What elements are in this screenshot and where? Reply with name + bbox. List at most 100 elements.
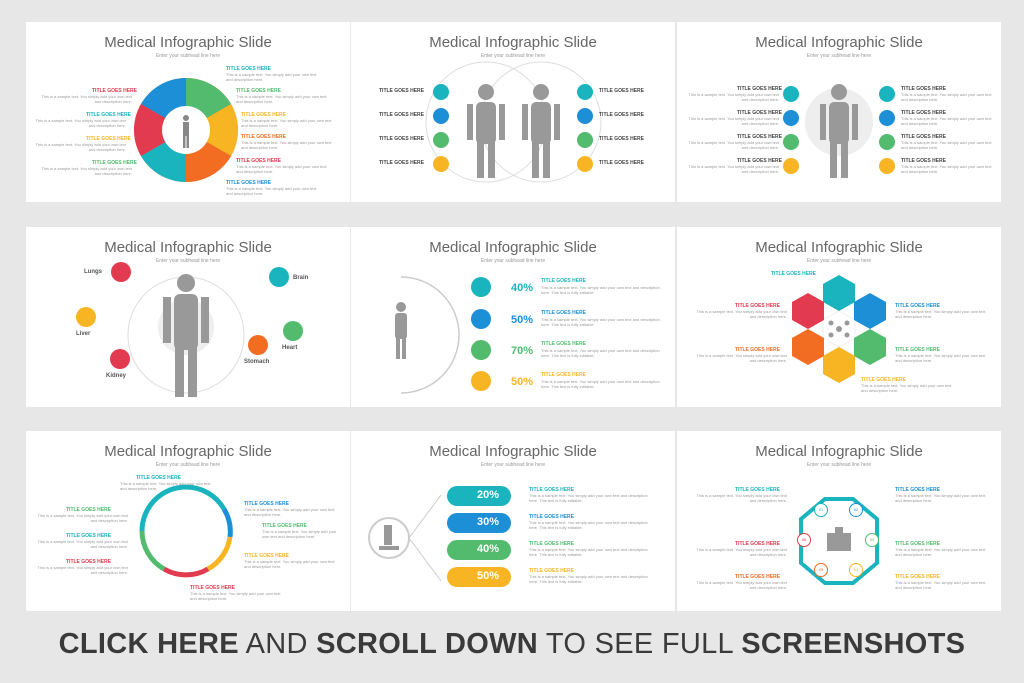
slide-subtitle: Enter your subhead line here [806, 462, 872, 468]
slide-thumb-5[interactable]: Medical Infographic Slide Enter your sub… [351, 227, 675, 407]
title-label: TITLE GOES HERE [529, 487, 575, 493]
title-label: TITLE GOES HERE [895, 303, 941, 309]
slide-subtitle: Enter your subhead line here [806, 258, 872, 264]
organ-label: Heart [282, 345, 298, 351]
title-label: TITLE GOES HERE [226, 180, 272, 186]
body-figure [127, 274, 245, 397]
title-label: TITLE GOES HERE [541, 341, 587, 347]
title-label: TITLE GOES HERE [735, 574, 781, 580]
title-label: TITLE GOES HERE [92, 160, 138, 166]
percent-value: 50% [511, 376, 534, 388]
organ-label: Lungs [84, 269, 102, 275]
description-text: This is a sample text. You simply add yo… [696, 309, 788, 319]
percent-value: 40% [477, 543, 500, 555]
description-text: This is a sample text. You simply add yo… [688, 92, 780, 102]
title-label: TITLE GOES HERE [599, 136, 645, 142]
slide-title: Medical Infographic Slide [104, 239, 272, 256]
description-text: This is a sample text. You simply add yo… [541, 317, 660, 327]
slide-title: Medical Infographic Slide [429, 443, 597, 460]
description-text: This is a sample text. You simply add yo… [895, 353, 986, 363]
slide-thumb-9[interactable]: Medical Infographic Slide Enter your sub… [677, 431, 1001, 611]
percent-value: 50% [511, 314, 534, 326]
description-text: This is a sample text. You simply add yo… [37, 539, 129, 549]
organ-icon [433, 108, 449, 124]
title-label: TITLE GOES HERE [901, 158, 947, 164]
description-text: This is a sample text. You simply add yo… [35, 118, 127, 128]
liver-icon [471, 371, 491, 391]
organ-label: Brain [293, 275, 309, 281]
call-to-action-banner[interactable]: CLICK HERE AND SCROLL DOWN TO SEE FULL S… [0, 628, 1024, 661]
title-label: TITLE GOES HERE [379, 160, 425, 166]
slide-thumb-6[interactable]: Medical Infographic Slide Enter your sub… [677, 227, 1001, 407]
body-figure [805, 84, 873, 178]
kidney-icon [110, 349, 130, 369]
description-text: This is a sample text. You simply add yo… [41, 166, 133, 176]
title-label: TITLE GOES HERE [599, 88, 645, 94]
description-text: This is a sample text. You simply add yo… [696, 580, 788, 590]
slide-title: Medical Infographic Slide [429, 239, 597, 256]
description-text: This is a sample text. You simply add yo… [901, 140, 992, 150]
percent-value: 20% [477, 489, 500, 501]
cta-text: TO SEE FULL [538, 628, 742, 660]
slide-thumbnail-grid: Medical Infographic Slide Enter your sub… [26, 22, 1001, 611]
title-label: TITLE GOES HERE [737, 134, 783, 140]
title-label: TITLE GOES HERE [226, 66, 272, 72]
slide-title: Medical Infographic Slide [755, 443, 923, 460]
organ-icon [577, 84, 593, 100]
slide-thumb-4[interactable]: Medical Infographic Slide Enter your sub… [26, 227, 350, 407]
description-text: This is a sample text. You simply add yo… [236, 164, 327, 174]
title-label: TITLE GOES HERE [244, 553, 290, 559]
organ-icon [879, 158, 895, 174]
description-text: This is a sample text. You simply add yo… [226, 72, 317, 82]
slide-thumb-3[interactable]: Medical Infographic Slide Enter your sub… [677, 22, 1001, 202]
slide-thumb-1[interactable]: Medical Infographic Slide Enter your sub… [26, 22, 350, 202]
description-text: This is a sample text. You simply add yo… [901, 92, 992, 102]
title-label: TITLE GOES HERE [244, 501, 290, 507]
title-label: TITLE GOES HERE [236, 88, 282, 94]
organ-icon [433, 156, 449, 172]
description-text: This is a sample text. You simply add yo… [529, 493, 648, 503]
lungs-icon [111, 262, 131, 282]
microscope-diagram [368, 494, 442, 582]
slide-thumb-2[interactable]: Medical Infographic Slide Enter your sub… [351, 22, 675, 202]
title-label: TITLE GOES HERE [262, 523, 308, 529]
organ-wheel [134, 78, 238, 182]
title-label: TITLE GOES HERE [737, 110, 783, 116]
title-label: TITLE GOES HERE [895, 347, 941, 353]
step-number: 06 [797, 533, 811, 547]
description-text: This is a sample text. You simply add yo… [529, 574, 648, 584]
description-text: This is a sample text. You simply add yo… [696, 493, 788, 503]
title-label: TITLE GOES HERE [529, 568, 575, 574]
description-text: This is a sample text. You simply add yo… [895, 493, 986, 503]
title-label: TITLE GOES HERE [599, 112, 645, 118]
title-label: TITLE GOES HERE [92, 88, 138, 94]
slide-thumb-8[interactable]: Medical Infographic Slide Enter your sub… [351, 431, 675, 611]
title-label: TITLE GOES HERE [771, 271, 817, 277]
title-label: TITLE GOES HERE [901, 86, 947, 92]
step-number: 02 [849, 503, 863, 517]
slide-title: Medical Infographic Slide [104, 443, 272, 460]
organ-label: Liver [76, 331, 91, 337]
organ-icon [783, 158, 799, 174]
description-text: This is a sample text. You simply add yo… [861, 383, 952, 393]
organ-icon [783, 134, 799, 150]
title-label: TITLE GOES HERE [599, 160, 645, 166]
step-number: 04 [849, 563, 863, 577]
organ-icon [433, 132, 449, 148]
organ-label: Stomach [244, 359, 270, 365]
description-text: This is a sample text. You simply add yo… [120, 481, 211, 491]
cta-click-here[interactable]: CLICK HERE [58, 628, 239, 660]
body-figures [425, 61, 602, 183]
slide-subtitle: Enter your subhead line here [155, 258, 221, 264]
percent-bar [447, 540, 511, 560]
description-text: This is a sample text. You simply add yo… [244, 507, 335, 517]
slide-title: Medical Infographic Slide [755, 34, 923, 51]
description-text: This is a sample text. You simply add yo… [541, 285, 660, 295]
description-text: This is a sample text. You simply add yo… [688, 140, 780, 150]
description-text: This is a sample text. You simply add yo… [696, 547, 788, 557]
slide-thumb-7[interactable]: Medical Infographic Slide Enter your sub… [26, 431, 350, 611]
percent-bar [447, 513, 511, 533]
step-number: 05 [814, 563, 828, 577]
liver-icon [76, 307, 96, 327]
title-label: TITLE GOES HERE [86, 112, 132, 118]
